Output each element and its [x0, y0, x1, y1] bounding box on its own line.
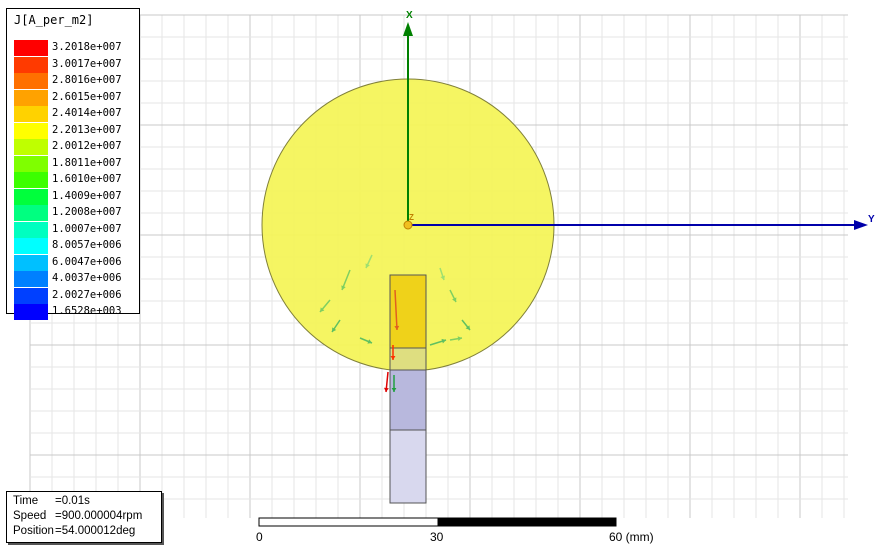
vector-arrowhead: [441, 338, 446, 344]
origin-marker: [403, 220, 413, 230]
scale-label-0: 0: [256, 530, 263, 544]
speed-row: Speed =900.000004rpm: [13, 510, 142, 524]
legend-entry: 2.0027e+006: [14, 287, 138, 304]
legend-entry: 2.8016e+007: [14, 73, 138, 89]
z-axis-label: Z: [409, 213, 414, 222]
legend-swatch: [14, 254, 48, 271]
legend-value: 1.8011e+007: [52, 156, 122, 169]
legend-value: 4.0037e+006: [52, 272, 122, 284]
legend-entry: 1.8011e+007: [14, 155, 138, 172]
legend-value: 2.4014e+007: [52, 107, 122, 119]
x-axis-label: X: [406, 10, 413, 21]
position-label: Position: [13, 525, 54, 537]
legend-value: 2.0027e+006: [52, 288, 122, 301]
vector-arrowhead: [440, 275, 446, 280]
coil-block-lower[interactable]: [389, 369, 427, 431]
vector-arrowhead: [384, 387, 389, 392]
legend-swatch: [14, 304, 48, 320]
vector-arrowhead: [332, 327, 337, 332]
legend-swatch: [14, 155, 48, 172]
time-value: =0.01s: [55, 495, 90, 507]
time-row: Time =0.01s: [13, 495, 90, 509]
legend-swatch: [14, 56, 48, 73]
vector-arrowhead: [365, 263, 370, 268]
legend-value: 1.6010e+007: [52, 173, 122, 185]
legend-swatch: [14, 106, 48, 122]
legend-value: 8.0057e+006: [52, 239, 122, 251]
vector-arrowhead: [341, 285, 346, 290]
legend-value: 1.4009e+007: [52, 189, 122, 202]
vector-arrowhead: [457, 336, 462, 342]
vector-arrowhead: [465, 325, 470, 330]
legend-entry: 1.4009e+007: [14, 188, 138, 205]
legend-swatch: [14, 172, 48, 188]
legend-value: 1.2008e+007: [52, 206, 122, 218]
simulation-info-box: Time =0.01s Speed =900.000004rpm Position=…: [6, 491, 162, 543]
legend-value: 1.6528e+003: [52, 305, 122, 317]
coil-block-bottom[interactable]: [389, 429, 427, 504]
scale-label-60: 60 (mm): [609, 530, 654, 544]
position-value: =54.000012deg: [55, 525, 136, 537]
legend-value: 2.8016e+007: [52, 74, 122, 86]
legend-entry: 1.6010e+007: [14, 172, 138, 188]
legend-entry: 2.2013e+007: [14, 122, 138, 139]
legend-value: 2.0012e+007: [52, 140, 122, 152]
legend-entry: 1.2008e+007: [14, 205, 138, 221]
vector-arrowhead: [367, 339, 372, 344]
current-density-vectors: [319, 254, 471, 393]
color-legend[interactable]: J[A_per_m2] 3.2018e+007 3.0017e+007 2.8016…: [6, 8, 140, 320]
legend-swatch: [14, 221, 48, 238]
legend-entry: 2.6015e+007: [14, 89, 138, 106]
vector-arrowhead: [390, 356, 396, 360]
legend-entry: 1.6528e+003: [14, 304, 138, 320]
legend-value: 1.0007e+007: [52, 222, 122, 235]
coordinate-axes: [403, 22, 868, 230]
legend-swatch: [14, 271, 48, 287]
y-axis-label: Y: [868, 214, 875, 225]
legend-title: J[A_per_m2]: [14, 13, 94, 27]
legend-swatch: [14, 89, 48, 106]
speed-label: Speed: [13, 510, 47, 522]
vector-arrowhead: [452, 297, 457, 302]
legend-swatch: [14, 40, 48, 56]
vector-arrow: [394, 289, 398, 331]
legend-entry: 3.0017e+007: [14, 56, 138, 73]
time-label: Time: [13, 495, 39, 507]
speed-value: =900.000004rpm: [55, 510, 143, 522]
legend-value: 6.0047e+006: [52, 255, 122, 268]
legend-value: 3.0017e+007: [52, 57, 122, 70]
coil-block-mid[interactable]: [389, 347, 427, 371]
position-row: Position=54.000012deg: [13, 525, 135, 539]
legend-entry: 1.0007e+007: [14, 221, 138, 238]
legend-swatch: [14, 287, 48, 304]
scale-bar: [258, 517, 617, 527]
legend-value: 3.2018e+007: [52, 41, 122, 53]
legend-swatch: [14, 188, 48, 205]
x-axis-arrow: [403, 22, 413, 36]
scale-label-30: 30: [430, 530, 444, 544]
legend-swatch: [14, 238, 48, 254]
legend-value: 2.2013e+007: [52, 123, 122, 136]
legend-value: 2.6015e+007: [52, 90, 122, 103]
legend-swatch: [14, 205, 48, 221]
legend-entry: 4.0037e+006: [14, 271, 138, 287]
vector-arrowhead: [320, 307, 325, 312]
legend-entry: 6.0047e+006: [14, 254, 138, 271]
legend-swatch: [14, 139, 48, 155]
legend-swatch: [14, 122, 48, 139]
vector-arrowhead: [394, 325, 400, 330]
legend-entry: 8.0057e+006: [14, 238, 138, 254]
legend-entry: 2.4014e+007: [14, 106, 138, 122]
y-axis-arrow: [854, 220, 868, 230]
legend-swatch: [14, 73, 48, 89]
legend-entry: 2.0012e+007: [14, 139, 138, 155]
legend-entry: 3.2018e+007: [14, 40, 138, 56]
vector-arrowhead: [391, 388, 397, 392]
